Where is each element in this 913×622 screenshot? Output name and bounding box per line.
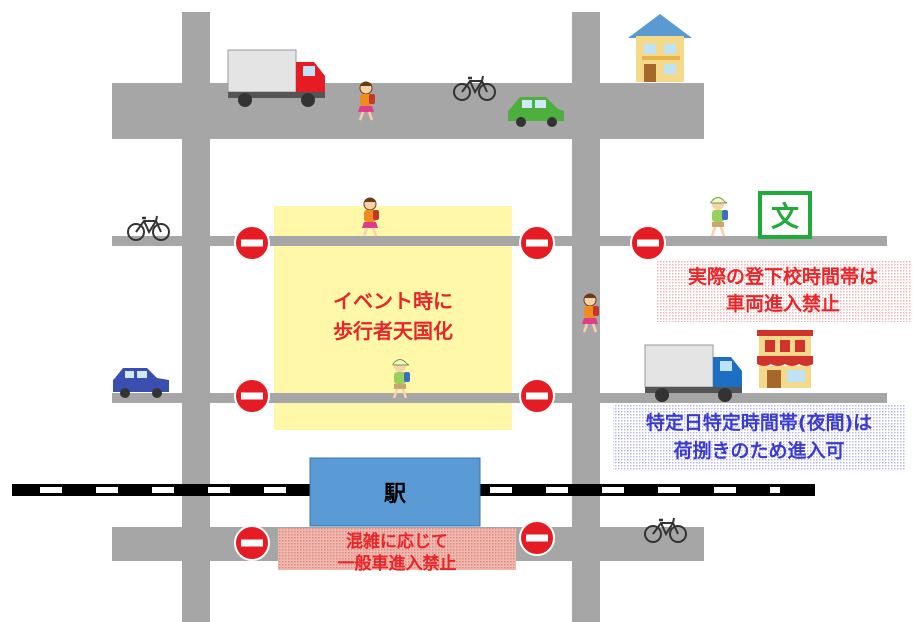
no-entry-sign-icon [234,378,270,414]
no-entry-sign-icon [519,225,555,261]
school-label-line2: 車両進入禁止 [726,292,840,315]
no-entry-sign-icon [519,520,555,556]
child-icon [709,196,730,238]
zone-road-lower [274,393,512,403]
no-entry-sign-icon [234,225,270,261]
horizontal-road-top [112,83,704,139]
zone-label-line2: 歩行者天国化 [333,319,453,343]
delivery-label-line2: 荷捌きのため進入可 [673,439,844,462]
car-icon [508,97,564,127]
zone-road-upper [274,236,512,246]
school-sign-icon: 文 [758,191,812,239]
car-icon [113,368,169,398]
station-building [309,457,481,527]
crowd-label-box [278,528,516,570]
delivery-label-box [613,404,905,470]
shop-icon [757,330,813,388]
school-label-line1: 実際の登下校時間帯は [688,265,878,288]
station-label: 駅 [384,482,406,507]
truck-icon [644,344,742,402]
school-label-box [656,260,912,322]
truck-icon [227,49,325,107]
house-icon [628,14,692,82]
zone-label-line1: イベント時に [333,289,453,313]
no-entry-sign-icon [234,525,270,561]
delivery-label-line1: 特定日特定時間帯(夜間)は [646,411,872,434]
crowd-label-line1: 混雑に応じて [346,531,448,552]
no-entry-sign-icon [519,378,555,414]
school-sign-label: 文 [771,200,799,233]
no-entry-sign-icon [630,225,666,261]
crowd-label-line2: 一般車進入禁止 [338,553,457,574]
